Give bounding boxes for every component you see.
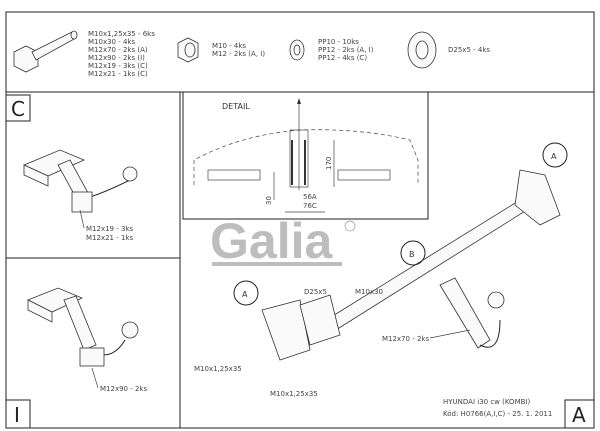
- callout: M10x30: [355, 288, 383, 296]
- section-i-label: I: [14, 403, 20, 427]
- callout-a-label: A: [551, 152, 557, 161]
- callout-a-bubble: [542, 142, 568, 168]
- logo-text: Galia: [210, 213, 333, 269]
- dim-height: 170: [325, 157, 333, 170]
- section-c-label-box: [5, 94, 31, 122]
- dim-56a: 56A: [303, 193, 317, 201]
- section-i-hitch-drawing: [27, 287, 139, 367]
- detail-box: [182, 91, 429, 220]
- parts-list-bolts: M10x1,25x35 - 6ks M10x30 - 4ks M12x70 - …: [88, 30, 155, 78]
- callout: M12x90 - 2ks: [100, 385, 147, 393]
- sheet-border: [5, 11, 595, 429]
- galia-logo-watermark: Galia: [210, 213, 356, 269]
- section-a-label-box: [564, 399, 595, 429]
- section-c-label: C: [11, 97, 25, 121]
- drawing-code: Kód: H0766(A,I,C) - 25. 1. 2011: [443, 410, 552, 418]
- callout: D25x5: [304, 288, 327, 296]
- part-line: M10x1,25x35 - 6ks: [88, 30, 155, 38]
- part-line: PP10 - 10ks: [318, 38, 359, 46]
- vehicle-model: HYUNDAI i30 cw (KOMBI): [443, 398, 530, 406]
- main-hitch-drawing: [261, 169, 561, 361]
- part-line: PP12 - 2ks (A, I): [318, 46, 374, 54]
- part-line: M12x21 - 1ks (C): [88, 70, 148, 78]
- part-line: PP12 - 4ks (C): [318, 54, 367, 62]
- section-a-label: A: [572, 403, 586, 427]
- part-line: M12x90 - 2ks (I): [88, 54, 145, 62]
- callout-a-bubble: [233, 280, 259, 306]
- part-line: M12x70 - 2ks (A): [88, 46, 148, 54]
- callout: M12x70 - 2ks: [382, 335, 429, 343]
- dim-offset: 30: [265, 196, 273, 205]
- part-line: M12x19 - 3ks (C): [88, 62, 148, 70]
- part-line: M12 - 2ks (A, I): [212, 50, 265, 58]
- washer-icon: [289, 39, 305, 61]
- part-line: M10 - 4ks: [212, 42, 246, 50]
- callout: M12x21 - 1ks: [86, 234, 133, 242]
- callout: M10x1,25x35: [194, 365, 242, 373]
- bolt-icon: [13, 30, 78, 73]
- section-c-hitch-drawing: [23, 149, 138, 213]
- detail-title: DETAIL: [222, 102, 250, 111]
- nut-icon: [177, 37, 199, 63]
- large-washer-icon: [407, 31, 437, 69]
- callout-a-label: A: [242, 290, 248, 299]
- part-line: D25x5 - 4ks: [448, 46, 490, 54]
- callout: M12x19 - 3ks: [86, 225, 133, 233]
- callout: M10x1,25x35: [270, 390, 318, 398]
- callout-b-label: B: [409, 250, 415, 259]
- dim-76c: 76C: [303, 202, 317, 210]
- callout-b-bubble: [400, 240, 426, 266]
- section-i-label-box: [5, 399, 31, 429]
- part-line: M10x30 - 4ks: [88, 38, 135, 46]
